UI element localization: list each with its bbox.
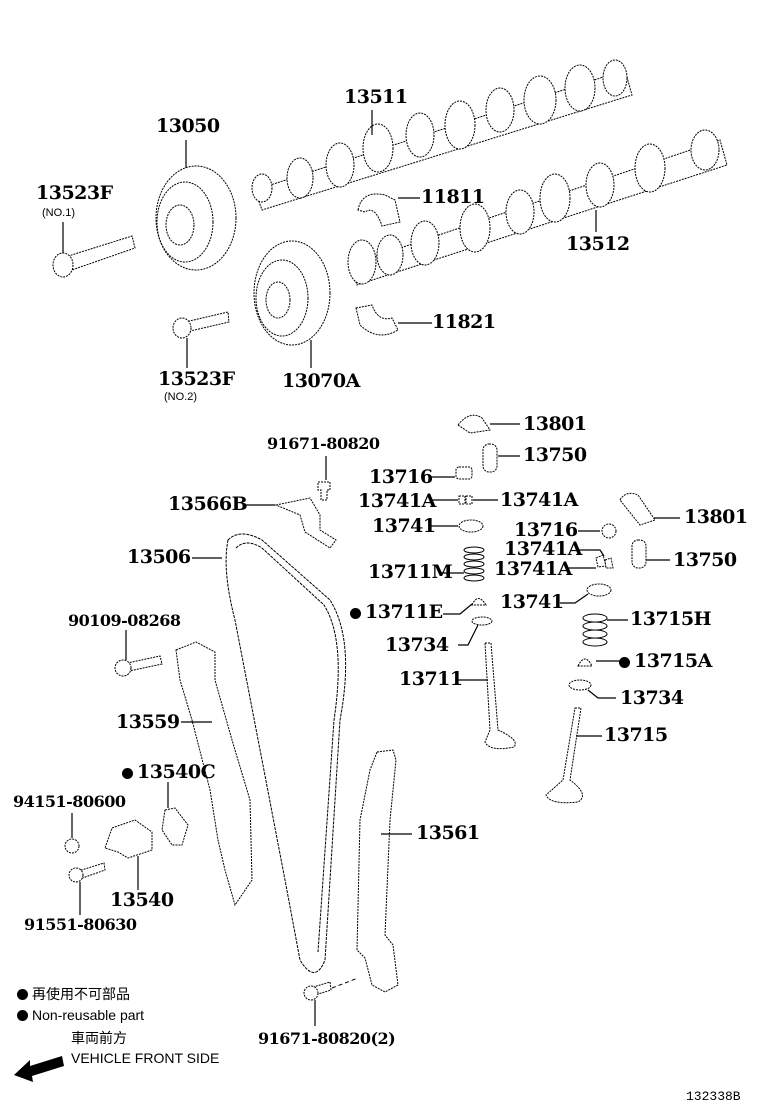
label-13715h: 13715H (630, 608, 712, 630)
lash-adjuster-13750-a[interactable] (482, 443, 498, 473)
label-13566b: 13566B (168, 493, 248, 515)
spring-seat-13734-a[interactable] (471, 616, 493, 626)
legend-non-reusable-en: Non-reusable part (17, 1008, 144, 1022)
label-13801-a: 13801 (523, 413, 587, 435)
camshaft-13512[interactable] (347, 129, 728, 286)
stem-cap-13716-b[interactable] (601, 523, 617, 539)
label-13523f-no1-qualifier: (NO.1) (42, 207, 75, 219)
label-13506: 13506 (127, 546, 191, 568)
chain-damper-13561[interactable] (356, 749, 399, 993)
label-13734-a: 13734 (385, 634, 449, 656)
label-13540c: 13540C (122, 761, 216, 783)
tensioner-13540[interactable] (104, 819, 153, 859)
retainer-lock-13741a-4[interactable] (604, 557, 614, 569)
label-13741a-2: 13741A (500, 489, 578, 511)
legend-front-jp: 車両前方 (71, 1030, 127, 1046)
leader-lines (62, 110, 680, 1026)
label-13711e: 13711E (350, 603, 443, 622)
label-13711m: 13711M (368, 561, 453, 583)
label-13716-a: 13716 (369, 466, 433, 488)
valve-13715[interactable] (545, 707, 583, 804)
non-reusable-dot-icon (350, 608, 361, 619)
non-reusable-dot-icon (122, 768, 133, 779)
label-13715a-text: 13715A (634, 650, 712, 672)
label-13523f-no2-qualifier: (NO.2) (164, 391, 197, 403)
label-91551-80630: 91551-80630 (24, 915, 137, 934)
rocker-arm-13801-b[interactable] (619, 492, 656, 526)
label-13801-b: 13801 (684, 506, 748, 528)
camshaft-13511[interactable] (251, 59, 633, 211)
legend-non-reusable-jp: 再使用不可部品 (17, 987, 130, 1001)
non-reusable-dot-icon (619, 657, 630, 668)
label-13559: 13559 (116, 711, 180, 733)
bolt-13523f-no2[interactable] (172, 311, 230, 339)
label-91671-80820-qty2: 91671-80820(2) (258, 1029, 396, 1048)
retainer-13741-b[interactable] (586, 583, 612, 597)
label-13741a-4: 13741A (494, 558, 572, 580)
non-reusable-dot-icon (17, 989, 28, 1000)
label-13511: 13511 (344, 86, 408, 108)
label-13741a-1: 13741A (358, 490, 436, 512)
retainer-lock-13741a-1[interactable] (458, 495, 466, 505)
label-11821: 11821 (432, 311, 496, 333)
label-90109-08268: 90109-08268 (68, 611, 181, 630)
non-reusable-dot-icon (17, 1010, 28, 1021)
legend-non-reusable-jp-text: 再使用不可部品 (32, 986, 130, 1002)
timing-chain-13506[interactable] (225, 533, 347, 973)
spring-seat-13734-b[interactable] (568, 679, 592, 691)
tensioner-gasket-13540c[interactable] (161, 807, 189, 846)
label-13715a: 13715A (619, 652, 712, 671)
label-91671-80820: 91671-80820 (267, 434, 380, 453)
label-13741a-3: 13741A (504, 538, 582, 560)
label-13741-b: 13741 (500, 591, 564, 613)
nut-94151-80600[interactable] (64, 838, 80, 854)
bearing-cap-11811[interactable] (357, 193, 401, 227)
rocker-arm-13801-a[interactable] (457, 414, 491, 434)
chain-damper-13566b[interactable] (274, 497, 337, 549)
valve-13711[interactable] (484, 642, 516, 750)
bolt-90109-head (114, 659, 132, 677)
spring-13715h[interactable] (582, 613, 608, 647)
retainer-13741-a[interactable] (458, 519, 484, 533)
legend-non-reusable-en-text: Non-reusable part (32, 1007, 145, 1023)
legend-front-en: VEHICLE FRONT SIDE (71, 1050, 220, 1066)
timing-gear-13070a[interactable] (253, 240, 331, 346)
bolt-91671-b-head (303, 985, 319, 1001)
label-13750-b: 13750 (673, 549, 737, 571)
label-13523f-no1: 13523F (36, 182, 113, 204)
label-13561: 13561 (416, 822, 480, 844)
retainer-lock-13741a-3[interactable] (595, 554, 607, 568)
label-13711e-text: 13711E (365, 601, 443, 623)
stem-seal-13711e[interactable] (471, 598, 487, 606)
lash-adjuster-13750-b[interactable] (631, 539, 647, 569)
label-94151-80600: 94151-80600 (13, 792, 126, 811)
stem-seal-13715a[interactable] (577, 658, 593, 667)
vehicle-front-arrow-icon (14, 1056, 64, 1082)
label-11811: 11811 (421, 186, 485, 208)
label-13540c-text: 13540C (137, 761, 216, 783)
label-13750-a: 13750 (523, 444, 587, 466)
label-13734-b: 13734 (620, 687, 684, 709)
timing-gear-13050[interactable] (155, 165, 237, 271)
label-13523f-no2: 13523F (158, 368, 235, 390)
label-13715: 13715 (604, 724, 668, 746)
label-13512: 13512 (566, 233, 630, 255)
label-13540: 13540 (110, 889, 174, 911)
retainer-lock-13741a-2[interactable] (465, 495, 473, 505)
label-13741-a: 13741 (372, 515, 436, 537)
stem-cap-13716-a[interactable] (455, 466, 473, 480)
bolt-91551-head (68, 867, 84, 883)
bolt-13523f-no1[interactable] (52, 235, 136, 278)
label-13711: 13711 (399, 668, 463, 690)
tensioner-slipper-13559[interactable] (175, 641, 253, 907)
figure-code: 132338B (686, 1089, 741, 1104)
bearing-cap-11821[interactable] (355, 304, 399, 336)
label-13070a: 13070A (282, 370, 360, 392)
bolt-91671-80820-a[interactable] (317, 481, 331, 501)
label-13716-b: 13716 (514, 519, 578, 541)
label-13050: 13050 (156, 115, 220, 137)
spring-13711m[interactable] (463, 546, 485, 582)
